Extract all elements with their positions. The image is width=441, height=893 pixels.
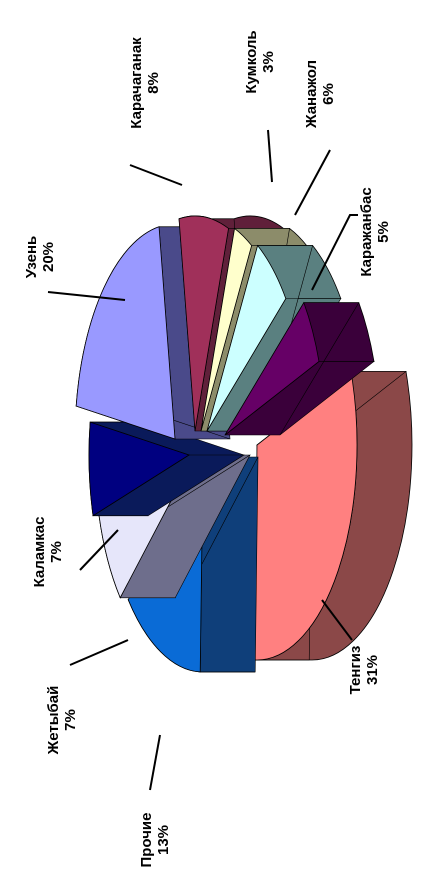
pie-slice-kalamkas: [88, 421, 190, 517]
slice-name: Каламкас: [31, 516, 48, 588]
slice-label-tengiz: Тенгиз 31%: [347, 646, 381, 695]
slice-label-karazhanbas: Каражанбас 5%: [358, 187, 392, 276]
leader-line-kalamkas: [79, 529, 119, 571]
slice-percent: 5%: [375, 221, 392, 243]
slice-name: Тенгиз: [347, 645, 364, 695]
slice-label-karachaganak: Карачаганак 8%: [128, 37, 162, 128]
slice-percent: 20%: [40, 241, 57, 273]
slice-percent: 7%: [48, 541, 65, 563]
slice-percent: 6%: [320, 83, 337, 105]
slice-label-uzen: Узень 20%: [23, 236, 57, 278]
slice-percent: 3%: [260, 51, 277, 73]
leader-line-uzen: [47, 291, 126, 301]
leader-line-prochie: [149, 734, 161, 791]
slice-name: Прочие: [138, 812, 155, 868]
leader-line-zhetybai: [69, 639, 129, 666]
slice-label-prochie: Прочие 13%: [138, 812, 172, 867]
pie-slice-kumkol: [200, 227, 253, 432]
slice-name: Жанажол: [303, 59, 320, 129]
slice-name: Карачаганак: [128, 37, 145, 129]
slice-label-zhetybai: Жетыбай 7%: [45, 686, 79, 755]
slice-name: Кумколь: [243, 30, 260, 94]
pie-slice-zhanazhol: [206, 244, 287, 432]
slice-percent: 7%: [62, 709, 79, 731]
leader-line-tengiz: [321, 599, 353, 641]
leader-line-zhanazhol: [294, 149, 331, 216]
leader-line-karazhanbas: [311, 214, 358, 291]
slice-percent: 31%: [364, 654, 381, 686]
pie-slice-uzen: [75, 226, 176, 440]
leader-line-kumkol: [267, 129, 273, 183]
slice-percent: 13%: [155, 824, 172, 856]
slice-name: Узень: [23, 235, 40, 279]
slice-label-kumkol: Кумколь 3%: [243, 30, 277, 93]
slice-name: Жетыбай: [45, 685, 62, 755]
leader-line-karachaganak: [129, 164, 183, 186]
slice-name: Каражанбас: [358, 187, 375, 277]
slice-label-kalamkas: Каламкас 7%: [31, 517, 65, 588]
pie-slice-tengiz: [253, 370, 358, 661]
slice-label-zhanazhol: Жанажол 6%: [303, 60, 337, 128]
pie-slice-karachaganak: [178, 215, 229, 432]
pie-slice-karazhanbas: [224, 301, 320, 436]
slice-percent: 8%: [145, 72, 162, 94]
